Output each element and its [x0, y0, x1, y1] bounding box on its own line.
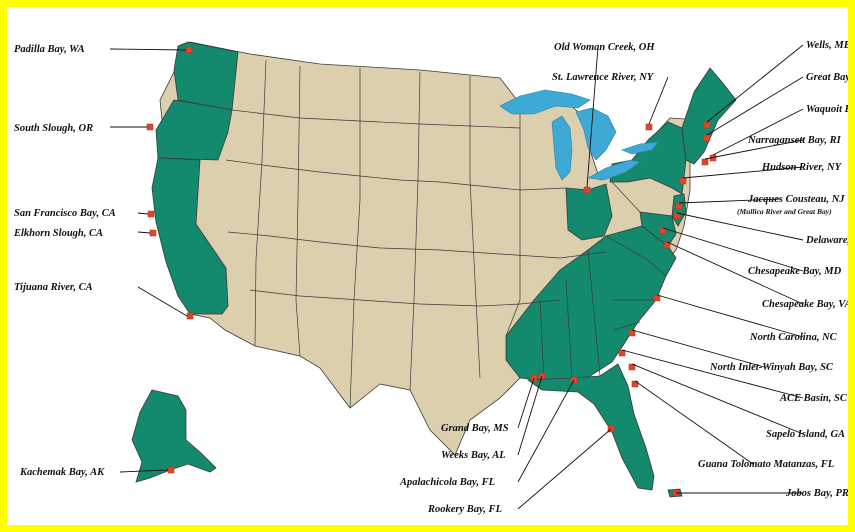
label-padilla: Padilla Bay, WA: [14, 44, 85, 55]
state-california: [151, 157, 229, 315]
label-waquoit: Waquoit Bay, MA: [806, 104, 848, 115]
state-florida: [526, 363, 655, 491]
lake-michigan: [551, 115, 573, 181]
marker-narragansett[interactable]: [701, 158, 709, 166]
lake-erie: [587, 159, 641, 181]
label-great-bay: Great Bay, NH: [806, 72, 848, 83]
marker-padilla[interactable]: [185, 46, 193, 54]
label-ace-basin: ACE Basin, SC: [779, 393, 848, 404]
label-st-lawrence: St. Lawrence River, NY: [552, 72, 655, 83]
label-guana: Guana Tolomato Matanzas, FL: [698, 459, 834, 470]
marker-st-lawrence[interactable]: [645, 123, 653, 131]
estuarine-reserves-map: Padilla Bay, WA South Slough, OR San Fra…: [13, 40, 848, 515]
label-north-inlet: North Inlet-Winyah Bay, SC: [709, 362, 834, 373]
label-delaware: Delaware, DE: [805, 235, 848, 246]
label-rookery: Rookery Bay, FL: [427, 504, 502, 515]
marker-guana[interactable]: [631, 380, 639, 388]
label-chesapeake-md: Chesapeake Bay, MD: [748, 266, 842, 277]
label-wells: Wells, ME: [806, 40, 848, 51]
label-hudson: Hudson River, NY: [761, 162, 843, 173]
lake-ontario: [621, 141, 659, 155]
site-labels: Padilla Bay, WA South Slough, OR San Fra…: [13, 40, 848, 515]
label-weeks-bay: Weeks Bay, AL: [441, 450, 506, 461]
great-lakes: [499, 89, 659, 181]
marker-san-francisco[interactable]: [147, 210, 155, 218]
marker-south-slough[interactable]: [146, 123, 154, 131]
label-south-slough: South Slough, OR: [14, 123, 93, 134]
marker-great-bay[interactable]: [703, 134, 711, 142]
label-sapelo: Sapelo Island, GA: [766, 429, 845, 440]
marker-hudson[interactable]: [679, 177, 687, 185]
lake-superior: [499, 89, 591, 115]
marker-jacques-cousteau[interactable]: [675, 202, 683, 210]
marker-old-woman-creek[interactable]: [583, 186, 591, 194]
marker-tijuana[interactable]: [186, 312, 194, 320]
label-san-francisco: San Francisco Bay, CA: [14, 208, 116, 219]
marker-elkhorn[interactable]: [149, 229, 157, 237]
state-alaska: [131, 389, 217, 483]
label-jacques-cousteau: Jacques Cousteau, NJ: [747, 194, 845, 205]
lake-huron: [575, 107, 617, 161]
state-oregon: [155, 99, 233, 161]
state-washington: [173, 41, 239, 111]
label-jacques-cousteau-sub: (Mullica River and Great Bay): [737, 207, 832, 216]
label-narragansett: Narragansett Bay, RI: [747, 135, 842, 146]
label-grand-bay: Grand Bay, MS: [441, 423, 509, 434]
marker-kachemak[interactable]: [167, 466, 175, 474]
label-old-woman-creek: Old Woman Creek, OH: [554, 42, 655, 53]
state-ohio: [565, 183, 613, 241]
state-southeast: [505, 225, 677, 381]
label-apalachicola: Apalachicola Bay, FL: [399, 477, 495, 488]
label-kachemak: Kachemak Bay, AK: [19, 467, 105, 478]
label-chesapeake-va: Chesapeake Bay, VA: [762, 299, 848, 310]
label-tijuana: Tijuana River, CA: [14, 282, 93, 293]
label-jobos: Jobos Bay, PR: [785, 488, 848, 499]
leader-lines: [109, 44, 804, 510]
label-north-carolina: North Carolina, NC: [749, 332, 838, 343]
state-borders: [225, 59, 667, 409]
label-elkhorn: Elkhorn Slough, CA: [13, 228, 103, 239]
state-new-england: [681, 67, 737, 165]
marker-wells[interactable]: [703, 121, 711, 129]
